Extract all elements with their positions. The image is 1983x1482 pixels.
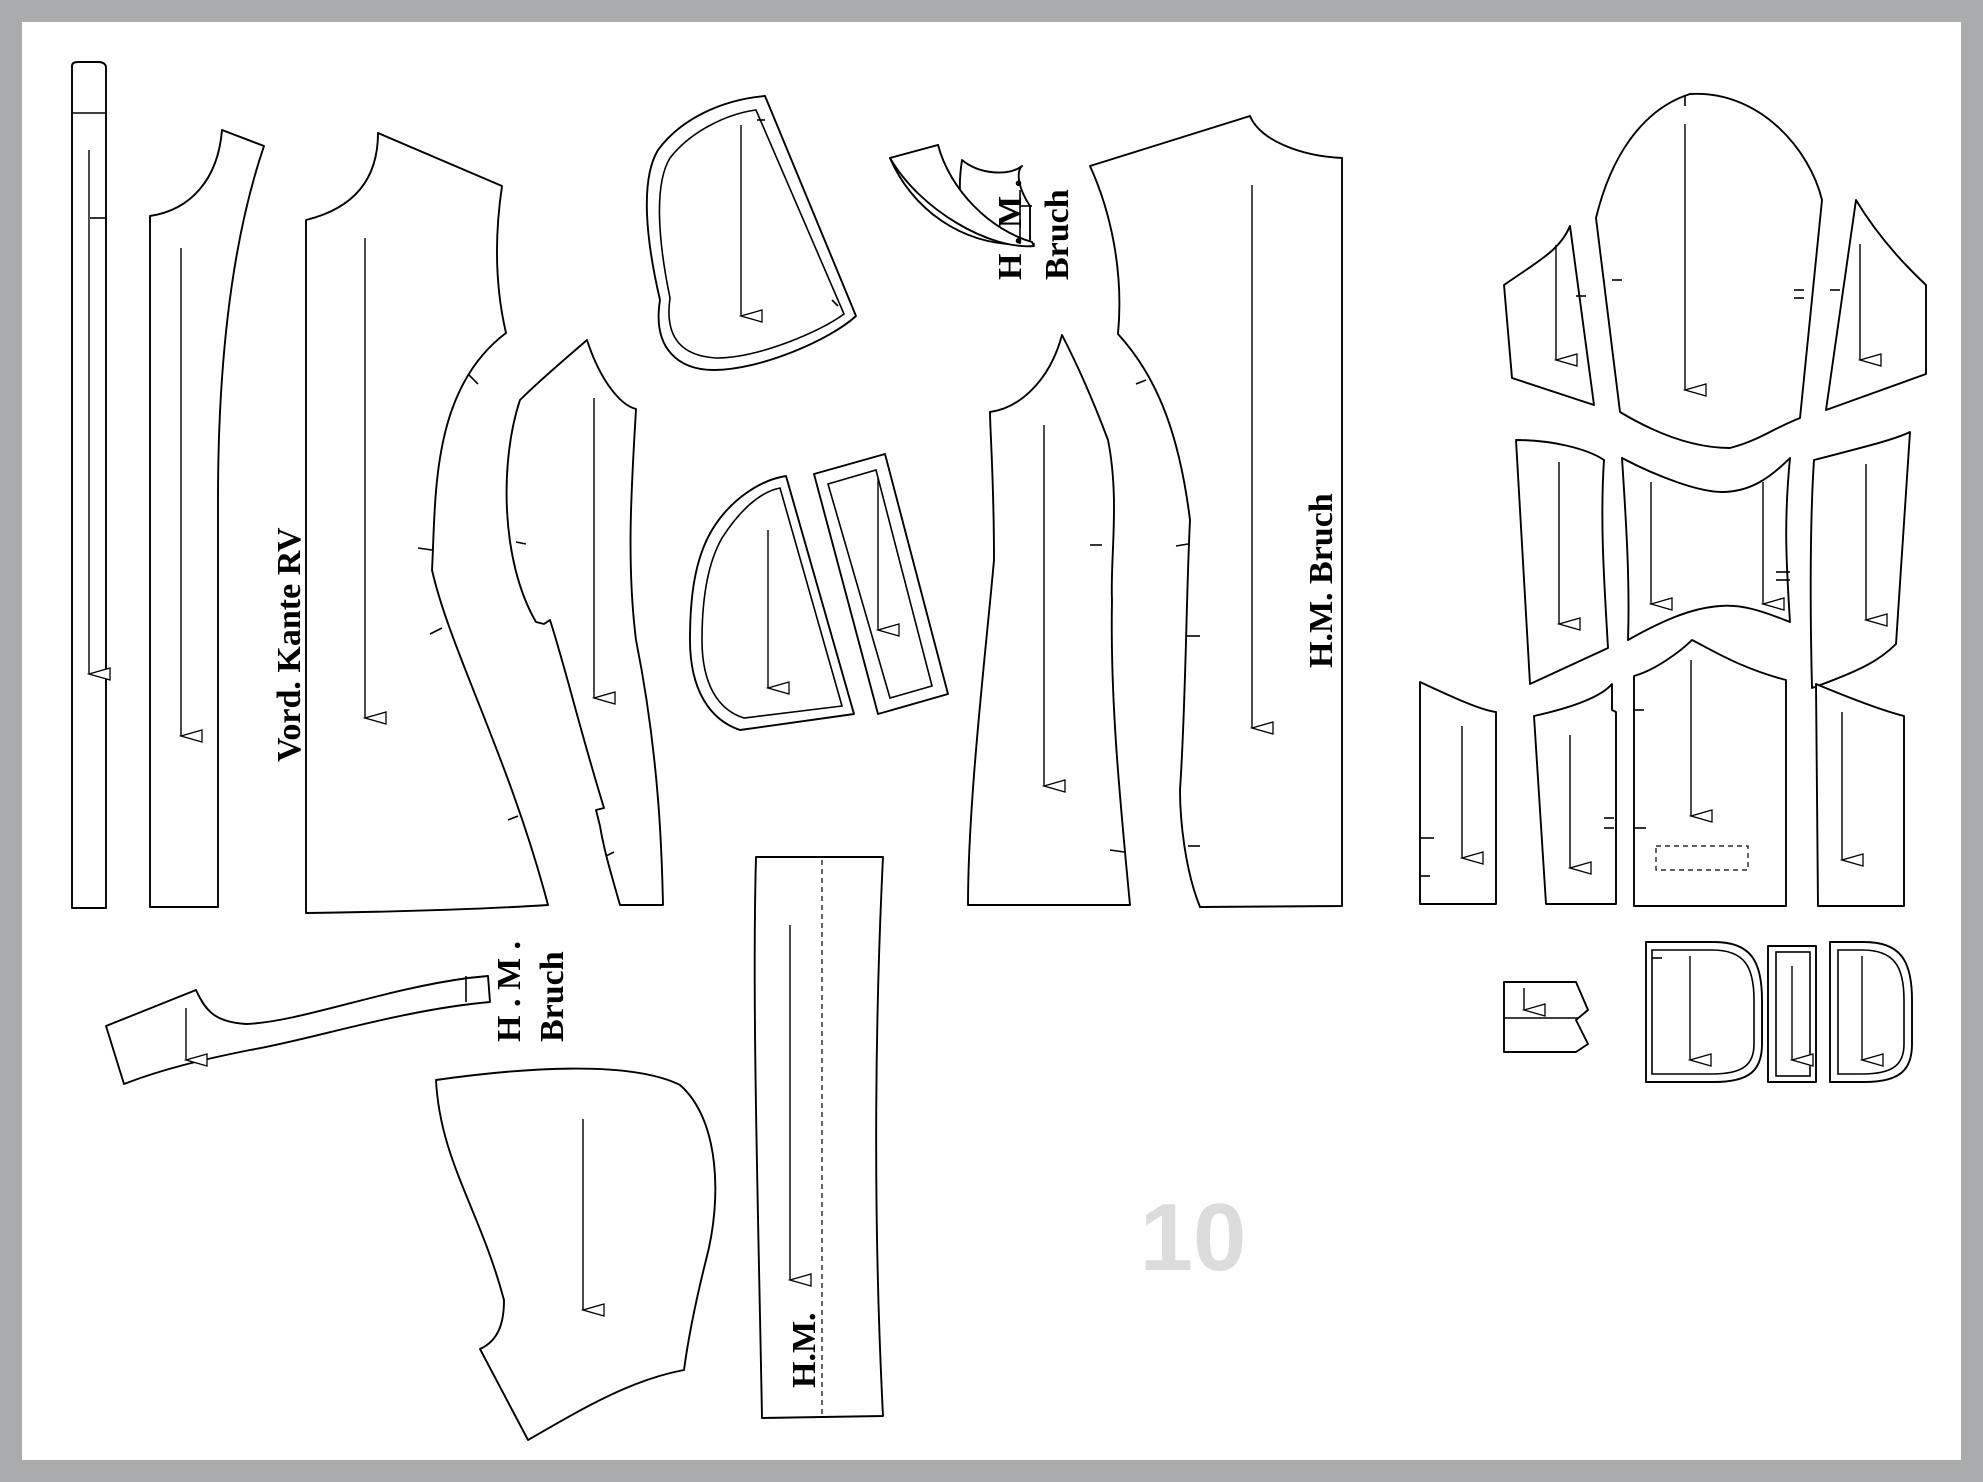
pattern-piece-tab	[1503, 981, 1589, 1053]
pattern-piece-mid-center	[1621, 457, 1791, 641]
pattern-piece-yoke-right	[1825, 199, 1927, 411]
front-edge-label: Vord. Kante RV	[271, 527, 308, 762]
pattern-piece-facing	[149, 129, 265, 908]
pattern-piece-hood	[435, 1067, 717, 1441]
hm-label-strip: H.M.	[786, 1312, 823, 1388]
pattern-piece-pocket	[689, 475, 855, 731]
hm-label-collar: H . M .	[491, 941, 528, 1042]
pattern-piece-back	[1089, 115, 1343, 908]
bruch-label-collar: Bruch	[534, 951, 571, 1042]
pattern-piece-cuff-right	[1815, 683, 1905, 907]
pattern-piece-mid-left	[1515, 439, 1609, 685]
pattern-piece-collar	[105, 975, 491, 1085]
bruch-label-back-facing: Bruch	[1039, 189, 1076, 280]
pattern-piece-welt	[813, 453, 949, 715]
cb-fold-label: H.M. Bruch	[1303, 493, 1340, 668]
pattern-piece-sleeve-cap	[1595, 93, 1823, 449]
pattern-piece-mid-right	[1809, 431, 1911, 689]
hm-label-back-facing: H . M .	[992, 179, 1029, 280]
page-number: 10	[1140, 1184, 1247, 1291]
pattern-piece-side-front	[505, 339, 664, 906]
pattern-piece-cuff-center	[1633, 639, 1787, 907]
pocket-placement	[1655, 845, 1749, 871]
pattern-piece-yoke-left	[1503, 225, 1595, 406]
pattern-piece-center-strip	[753, 856, 884, 1419]
pattern-piece-cuff-left	[1419, 681, 1497, 905]
pattern-piece-small-pocket-1	[1645, 941, 1763, 1083]
pattern-piece-pocket-bag	[645, 95, 857, 371]
pattern-piece-small-pocket-3	[1829, 941, 1913, 1083]
pattern-piece-side-back	[967, 334, 1131, 906]
pattern-piece-cuff-mid-left	[1533, 683, 1617, 905]
